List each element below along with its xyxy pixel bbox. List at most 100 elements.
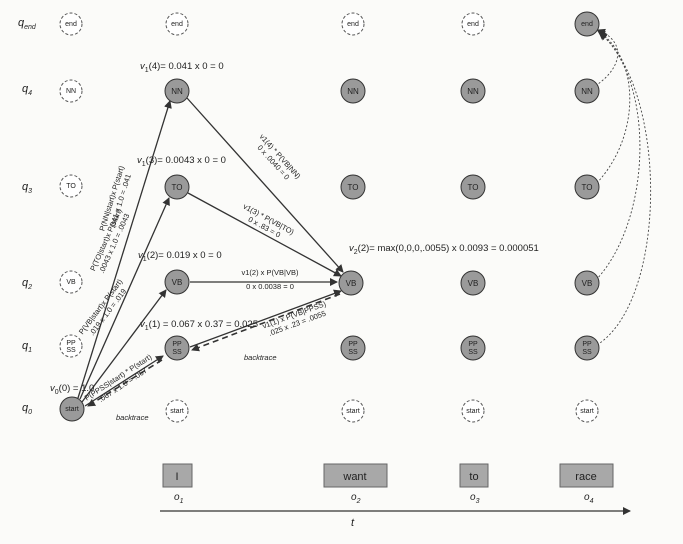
node-label-to-col1: TO: [172, 183, 183, 192]
node-label-end-col4: end: [581, 21, 593, 28]
edge-ppss-vb: [189, 289, 342, 348]
annotation-v2-2: v2(2)= max(0,0,0,.0055) x 0.0093 = 0.000…: [349, 243, 539, 256]
node-start-col3: [461, 399, 485, 423]
dotted-ppss-end: [596, 32, 652, 346]
node-end-col4: [574, 11, 600, 37]
backtrace-arrow-vb-ppss: [191, 293, 341, 352]
node-label-pp-col4: PP: [582, 341, 592, 348]
node-label-nn-col2: NN: [347, 87, 359, 96]
obs-label-3: o3: [470, 492, 480, 505]
node-vb-col0: [59, 270, 83, 294]
backtrace-arrows: [87, 293, 341, 407]
observation-words: I want to race o1 o2 o3 o4: [162, 463, 614, 505]
node-label-start-col2: start: [346, 408, 360, 415]
annotation-v1-4: v1(4)= 0.041 x 0 = 0: [140, 61, 224, 74]
node-nn-col2: [340, 78, 366, 104]
node-label-pp-col2: PP: [348, 341, 358, 348]
node-ppss-col0: [59, 334, 83, 358]
backtrace-arrow-ppss-start: [87, 359, 163, 407]
node-label-vb-col0: VB: [66, 279, 76, 286]
word-box-2: [323, 463, 388, 488]
word-box-4: [559, 463, 614, 488]
obs-label-4: o4: [584, 492, 594, 505]
node-label-start-col0: start: [65, 406, 79, 413]
node-label-start-col4: start: [580, 408, 594, 415]
dotted-vb-end: [595, 31, 641, 281]
node-to-col1: [164, 174, 190, 200]
node-nn-col1: [164, 78, 190, 104]
node-vb-col4: [574, 270, 600, 296]
word-text-4: race: [575, 471, 596, 483]
state-label-q4: q4: [22, 83, 32, 97]
node-nn-col3: [460, 78, 486, 104]
node-end-col2: [341, 12, 365, 36]
edge-label-ppss-start-1: P(PPSS|start) * P(start): [83, 352, 154, 402]
node-label-nn-col0: NN: [66, 88, 76, 95]
edge-start-to: [79, 197, 170, 400]
node-ppss-col2: [340, 335, 366, 361]
node-to-col2: [340, 174, 366, 200]
node-to-col0: [59, 174, 83, 198]
state-labels: qend q4 q3 q2 q1 q0: [18, 17, 37, 416]
node-label-start-col1: start: [170, 408, 184, 415]
node-label-end-col2: end: [347, 21, 359, 28]
word-text-2: want: [342, 471, 366, 483]
node-start-col2: [341, 399, 365, 423]
node-label-vb-col1: VB: [172, 278, 183, 287]
edge-label-vb-vb-2: 0 x 0.0038 = 0: [246, 282, 294, 291]
backtrace-label-1: backtrace: [244, 353, 277, 362]
node-label-to-col4: TO: [582, 183, 593, 192]
node-label-start-col3: start: [466, 408, 480, 415]
node-label-to-col0: TO: [66, 183, 76, 190]
node-start-col0: [59, 396, 85, 422]
node-vb-col3: [460, 270, 486, 296]
word-box-3: [459, 463, 489, 488]
dotted-to-end: [593, 30, 631, 187]
dotted-nn-end: [591, 28, 618, 89]
annotation-v1-2: v1(2)= 0.019 x 0 = 0: [138, 250, 222, 263]
column-3-nodes: end NN TO VB PP SS start: [460, 12, 486, 423]
node-label-ss-col4: SS: [582, 349, 592, 356]
node-vb-col1: [164, 269, 190, 295]
annotation-v0-0: v0(0) = 1.0: [50, 383, 94, 396]
edge-nn-vb: [186, 97, 344, 273]
state-label-q0: q0: [22, 402, 32, 416]
node-label-end-col1: end: [171, 21, 183, 28]
edge-to-vb: [187, 192, 342, 277]
node-end-col0: [59, 12, 83, 36]
node-to-col4: [574, 174, 600, 200]
viterbi-annotations: v1(4)= 0.041 x 0 = 0 v1(3)= 0.0043 x 0 =…: [50, 61, 539, 396]
node-ppss-col3: [460, 335, 486, 361]
obs-label-2: o2: [351, 492, 361, 505]
node-ppss-col1: [164, 335, 190, 361]
node-ppss-col4: [574, 335, 600, 361]
node-label-pp-col1: PP: [172, 341, 182, 348]
column-0-nodes: end NN TO VB PP SS start: [59, 12, 85, 422]
node-label-ss-col0: SS: [66, 347, 76, 354]
state-label-q3: q3: [22, 181, 32, 195]
annotation-v1-3: v1(3)= 0.0043 x 0 = 0: [137, 155, 226, 168]
edge-start-nn: [77, 100, 172, 399]
node-vb-col2: [338, 270, 364, 296]
node-label-nn-col3: NN: [467, 87, 479, 96]
node-end-col1: [165, 12, 189, 36]
edge-start-ppss: [84, 355, 164, 407]
column-1-nodes: end NN TO VB PP SS start: [164, 12, 190, 423]
edge-label-vb-vb-1: v1(2) x P(VB|VB): [242, 268, 299, 277]
obs-label-1: o1: [174, 492, 184, 505]
node-label-pp-col0: PP: [66, 340, 76, 347]
node-label-ss-col2: SS: [348, 349, 358, 356]
state-label-end: qend: [18, 17, 37, 31]
node-label-vb-col3: VB: [468, 279, 479, 288]
state-label-q1: q1: [22, 340, 32, 354]
node-label-to-col3: TO: [468, 183, 479, 192]
node-start-col1: [165, 399, 189, 423]
edge-start-vb: [81, 289, 167, 403]
node-label-vb-col2: VB: [346, 279, 357, 288]
node-label-pp-col3: PP: [468, 341, 478, 348]
node-label-nn-col4: NN: [581, 87, 593, 96]
node-label-to-col2: TO: [348, 183, 359, 192]
edges-col1-vb2: [186, 97, 344, 348]
